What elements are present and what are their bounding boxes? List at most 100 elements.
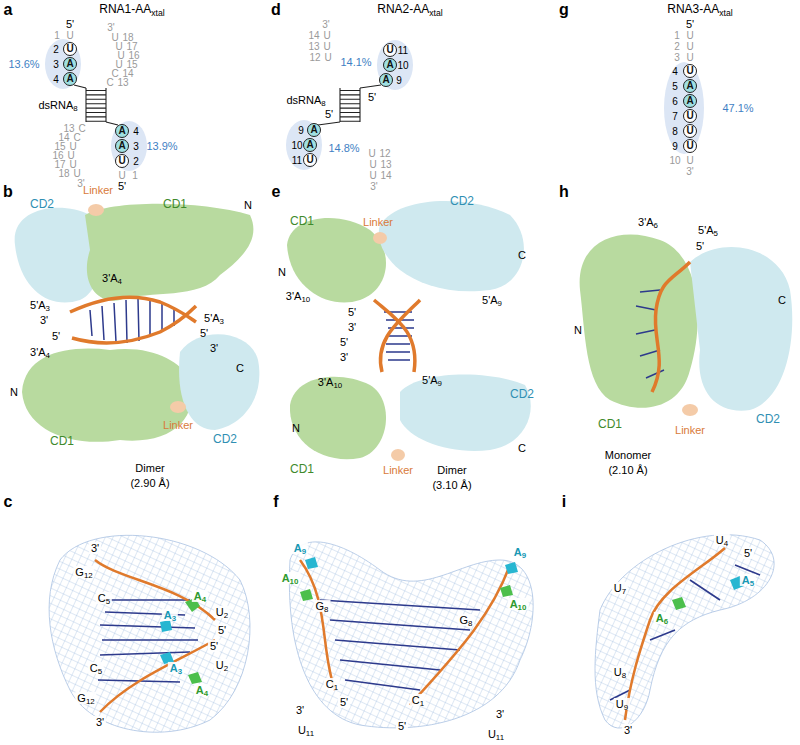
subscript: 9 (438, 379, 442, 388)
figure-label: 7 (672, 111, 678, 122)
figure-label: N (574, 324, 582, 336)
figure-label: U (686, 52, 693, 63)
figure-label: 5' (52, 330, 60, 342)
figure-label: 3' (348, 321, 356, 333)
figure-label: 3' (322, 19, 329, 30)
nucleotide-letter: U (306, 155, 313, 165)
panel-letter: f (273, 493, 278, 511)
adenine-stick (672, 597, 686, 610)
rna-backbone (652, 262, 690, 392)
duplex-ladder (86, 88, 106, 122)
figure-label: (3.10 Å) (432, 479, 471, 491)
cd1-domain (287, 218, 386, 303)
figure-label: 2 (133, 156, 139, 167)
rna-backbone (625, 548, 725, 720)
figure-label: 3'A4 (102, 272, 122, 284)
figure-label: C (518, 249, 526, 261)
nucleotide-letter: U (686, 111, 693, 121)
figure-label: CD2 (510, 388, 534, 401)
subscript: 6 (664, 617, 668, 626)
figure-label: 5'A5 (698, 224, 718, 236)
figure-label: G12 (73, 566, 94, 578)
figure-label: A3 (168, 662, 184, 674)
subscript: 9 (624, 703, 628, 712)
figure-label: U (323, 41, 330, 52)
figure-label: U (368, 148, 375, 159)
nucleotide-circle: U (683, 139, 697, 153)
subscript: 5 (714, 229, 718, 238)
adenine-stick (188, 672, 202, 684)
subscript: 4 (204, 689, 208, 698)
subscript: xtal (151, 8, 164, 18)
figure-label: N (292, 422, 300, 434)
figure-label: 4 (672, 66, 678, 77)
panel-title: RNA3-AAxtal (667, 3, 732, 16)
figure-label: 3'A6 (638, 216, 658, 228)
figure-label: 11 (398, 45, 408, 56)
cd1-domain (290, 377, 386, 459)
figure-label: C (236, 362, 244, 374)
figure-label: N (244, 199, 252, 211)
linker-patch (170, 401, 186, 413)
figure-label: U (686, 41, 693, 52)
nucleotide-letter: U (686, 66, 693, 76)
subscript: 8 (73, 104, 77, 113)
figure-label: CD2 (213, 433, 237, 446)
highlight-region (286, 120, 322, 170)
figure-label: 18 (58, 168, 69, 179)
density-mesh (49, 535, 250, 732)
figure-label: 8 (672, 126, 678, 137)
nucleotide-letter: A (686, 96, 693, 106)
nucleotide-circle: U (683, 109, 697, 123)
figure-label: 3' (370, 181, 377, 192)
figure-label: 5' (325, 108, 333, 120)
figure-label: 4 (133, 126, 139, 137)
nucleotide-circle: A (63, 72, 77, 86)
figure-label: U11 (296, 724, 316, 736)
figure-label: 10 (669, 155, 680, 166)
figure-label: 3' (686, 166, 693, 177)
figure-label: 9 (672, 141, 678, 152)
cd2-domain (379, 201, 524, 291)
figure-label: 3' (494, 708, 506, 720)
subscript: 4 (724, 539, 728, 548)
figure-label: U (66, 30, 73, 41)
figure-label: U9 (614, 698, 630, 710)
figure-label: Linker (675, 424, 705, 436)
subscript: 9 (302, 547, 306, 556)
figure-label: 3'A10 (286, 290, 310, 302)
figure-label: A4 (194, 684, 210, 696)
figure-label: C (106, 77, 113, 88)
figure-label: U (324, 52, 331, 63)
figure-label: Linker (363, 216, 393, 228)
figure-label: 13 (380, 159, 391, 170)
figure-label: CD1 (290, 215, 314, 228)
backbone-line (318, 85, 381, 125)
base-sticks (320, 600, 480, 690)
subscript: xtal (719, 8, 732, 18)
subscript: 3 (220, 317, 224, 326)
figure-label: 3' (107, 22, 114, 33)
figure-label: U (323, 30, 330, 41)
nucleotide-circle: A (303, 138, 317, 152)
linker-patch (682, 404, 698, 416)
panel-letter: g (559, 1, 569, 19)
subscript: xtal (429, 8, 442, 18)
figure-label: 3'A4 (30, 346, 50, 358)
figure-label: 13.9% (146, 140, 177, 152)
highlight-region (45, 39, 81, 89)
nucleotide-circle: U (683, 124, 697, 138)
backbone-line (74, 85, 118, 125)
figure-label: C5 (88, 662, 104, 674)
nucleotide-circle: U (683, 64, 697, 78)
panel-letter: d (271, 1, 281, 19)
subscript: 4 (118, 277, 122, 286)
figure-label: 3' (94, 716, 106, 728)
figure-label: 10 (397, 60, 408, 71)
subscript: 10 (290, 577, 299, 586)
figure-label: 5'A3 (30, 299, 50, 311)
figure-label: A9 (292, 542, 308, 554)
nucleotide-letter: U (118, 156, 125, 166)
figure-label: U (686, 30, 693, 41)
